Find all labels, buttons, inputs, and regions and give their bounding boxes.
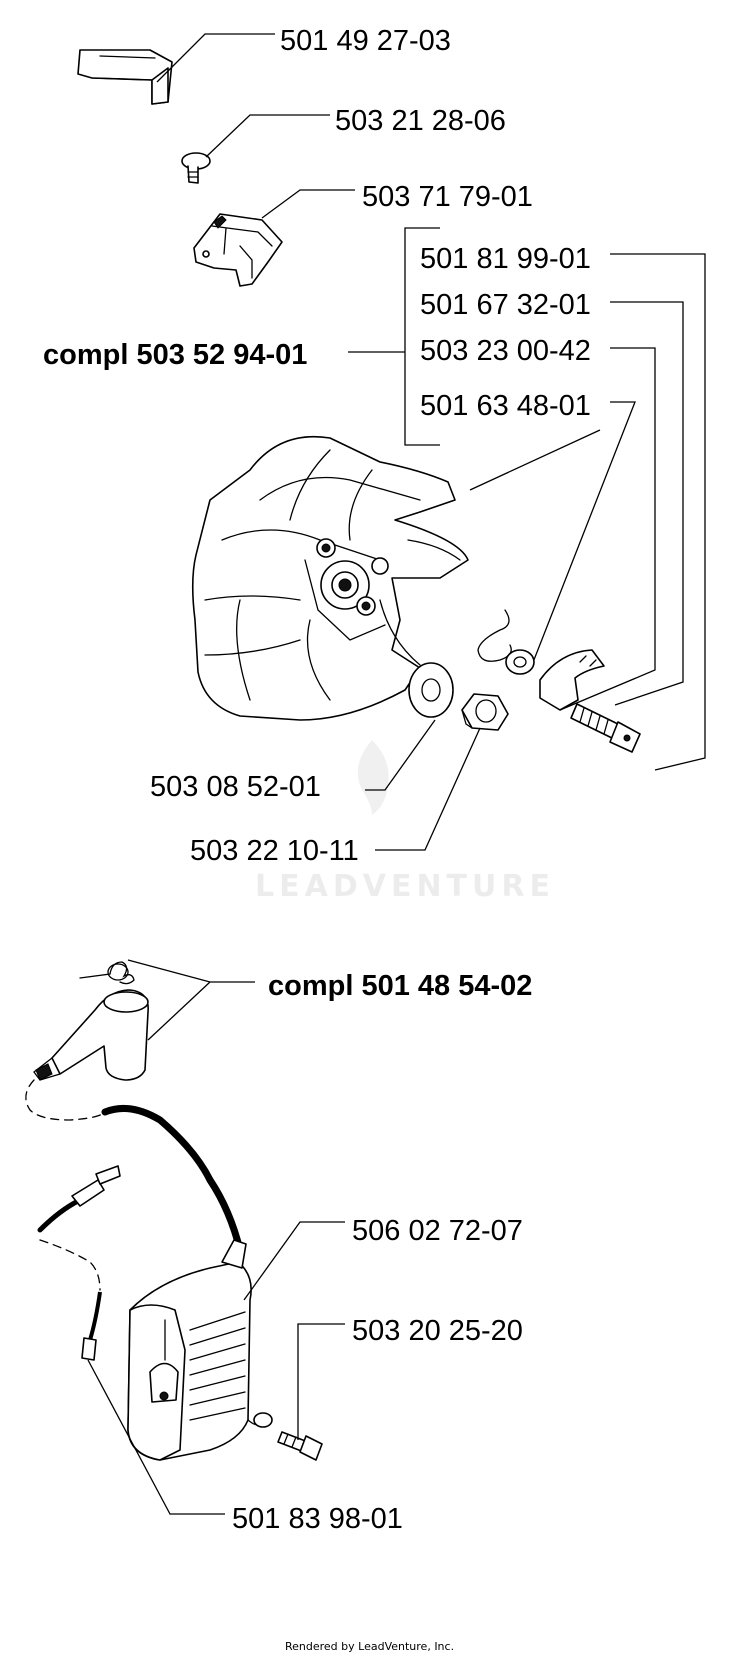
label-cap-kit: compl 501 48 54-02: [268, 970, 532, 1002]
short-circuit-lead: [88, 1291, 102, 1341]
watermark-flame-icon: [357, 740, 389, 815]
short-circuit-wire: [37, 1197, 83, 1233]
module-screw-part: [277, 1431, 323, 1461]
leader-bolt: [610, 253, 706, 771]
wire-dashed-connection: [25, 1079, 106, 1121]
label-small-screw: 503 21 28-06: [335, 105, 506, 137]
leader-pawl-bushing: [559, 347, 656, 711]
label-washer: 503 08 52-01: [150, 771, 321, 803]
terminal-part: [81, 1337, 97, 1361]
ground-lug-part: [247, 1412, 273, 1428]
label-module-screw: 503 20 25-20: [352, 1315, 523, 1347]
pawl-part: [539, 649, 605, 711]
pawl-bushing-part: [505, 649, 535, 675]
leader-pawl: [610, 301, 684, 706]
label-pawl-bushing: 503 23 00-42: [420, 335, 591, 367]
leader-pawl-spring: [529, 401, 636, 671]
nut-part: [461, 693, 509, 731]
bracket-part: [193, 213, 283, 287]
leader-bracket: [261, 189, 355, 219]
leader-module-screw: [297, 1323, 345, 1440]
leader-washer: [365, 719, 436, 791]
watermark-text: LEADVENTURE: [255, 869, 555, 904]
label-pawl-spring: 501 63 48-01: [420, 390, 591, 422]
footer-credit: Rendered by LeadVenture, Inc.: [285, 1640, 454, 1653]
wire-dashed-lower: [39, 1239, 101, 1291]
leader-nut: [375, 727, 481, 851]
pawl-spring-part: [477, 609, 512, 662]
leader-flywheel: [469, 429, 601, 491]
connector-part: [71, 1165, 121, 1207]
leader-short-circuit-cable: [87, 1359, 225, 1515]
cap-spring-part: [79, 961, 135, 985]
leader-small-screw: [205, 114, 330, 158]
leader-ignition-module: [243, 1221, 345, 1301]
label-nut: 503 22 10-11: [190, 835, 359, 867]
label-pawl: 501 67 32-01: [420, 289, 591, 321]
ignition-lead-wire: [101, 1104, 244, 1254]
label-ignition-module: 506 02 72-07: [352, 1215, 523, 1247]
label-short-circuit-cable: 501 83 98-01: [232, 1503, 403, 1535]
watermark: LEADVENTURE: [255, 740, 555, 904]
flywheel-part: [191, 435, 469, 721]
leader-cap-kit: [127, 959, 255, 1041]
ignition-module-part: [127, 1239, 252, 1461]
label-cover-clip: 501 49 27-03: [280, 25, 451, 57]
washer-part: [408, 662, 454, 718]
cover-clip-part: [77, 49, 173, 105]
kit-bracket-line: [404, 227, 440, 446]
bolt-part: [570, 703, 641, 753]
leader-cover-clip: [156, 33, 275, 83]
label-bracket: 503 71 79-01: [362, 181, 533, 213]
label-bolt: 501 81 99-01: [420, 243, 591, 275]
label-flywheel-kit: compl 503 52 94-01: [43, 339, 307, 371]
small-screw-part: [181, 152, 211, 184]
spark-plug-cap-part: [33, 989, 149, 1081]
